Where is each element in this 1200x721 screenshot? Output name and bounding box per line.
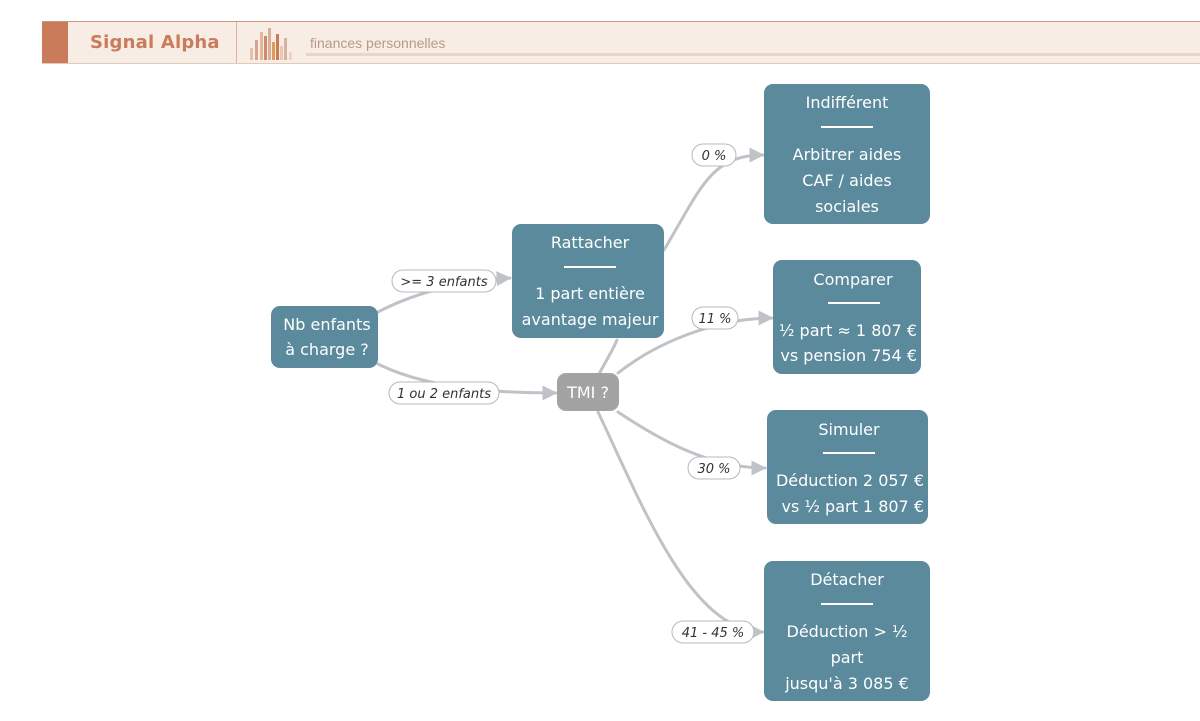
node-root-line-2: à charge ? bbox=[285, 340, 369, 359]
node-rattacher[interactable]: Rattacher 1 part entière avantage majeur bbox=[512, 224, 664, 338]
edge-label-41-text: 41 - 45 % bbox=[682, 626, 745, 641]
header-underline bbox=[306, 53, 1200, 56]
edge-tmi-detacher bbox=[596, 410, 765, 640]
edge-label-30: 30 % bbox=[687, 456, 741, 480]
edge-label-41: 41 - 45 % bbox=[671, 620, 755, 644]
node-tmi-text: TMI ? bbox=[566, 383, 609, 402]
edge-label-1or2-text: 1 ou 2 enfants bbox=[397, 387, 491, 402]
edge-label-0: 0 % bbox=[691, 143, 737, 167]
node-simuler-title: Simuler bbox=[818, 420, 880, 439]
edge-label-ge3-text: >= 3 enfants bbox=[400, 275, 487, 290]
edge-label-11: 11 % bbox=[691, 306, 739, 330]
node-comparer-line-2: vs pension 754 € bbox=[780, 346, 917, 365]
node-detacher[interactable]: Détacher Déduction > ½ part jusqu'à 3 08… bbox=[764, 561, 930, 701]
header-separator bbox=[236, 22, 237, 63]
node-comparer[interactable]: Comparer ½ part ≈ 1 807 € vs pension 754… bbox=[773, 260, 921, 374]
edge-rattacher-indifferent bbox=[662, 147, 765, 252]
node-root[interactable]: Nb enfants à charge ? bbox=[271, 306, 378, 368]
node-comparer-title: Comparer bbox=[813, 270, 893, 289]
node-detacher-title: Détacher bbox=[810, 570, 884, 589]
brand-title[interactable]: Signal Alpha bbox=[90, 32, 220, 53]
edge-tmi-simuler bbox=[616, 410, 767, 476]
node-detacher-line-1: Déduction > ½ bbox=[787, 622, 908, 641]
node-indifferent-line-1: Arbitrer aides bbox=[793, 145, 902, 164]
bar-chart-logo-icon bbox=[250, 28, 292, 60]
node-detacher-line-3: jusqu'à 3 085 € bbox=[784, 674, 909, 693]
node-indifferent[interactable]: Indifférent Arbitrer aides CAF / aides s… bbox=[764, 84, 930, 224]
node-comparer-line-1: ½ part ≈ 1 807 € bbox=[779, 321, 917, 340]
header-accent-bar bbox=[42, 22, 68, 63]
node-indifferent-line-3: sociales bbox=[815, 197, 879, 216]
node-rattacher-line-1: 1 part entière bbox=[535, 284, 645, 303]
edge-rattacher-tmi bbox=[596, 338, 619, 378]
node-simuler[interactable]: Simuler Déduction 2 057 € vs ½ part 1 80… bbox=[767, 410, 928, 524]
node-indifferent-title: Indifférent bbox=[806, 93, 889, 112]
node-simuler-line-2: vs ½ part 1 807 € bbox=[782, 497, 924, 516]
node-detacher-line-2: part bbox=[831, 648, 864, 667]
node-root-line-1: Nb enfants bbox=[283, 315, 370, 334]
header-subtitle: finances personnelles bbox=[310, 35, 446, 51]
node-simuler-line-1: Déduction 2 057 € bbox=[776, 471, 924, 490]
node-indifferent-line-2: CAF / aides bbox=[802, 171, 891, 190]
node-tmi[interactable]: TMI ? bbox=[557, 373, 619, 411]
edge-tmi-comparer bbox=[616, 310, 774, 375]
node-rattacher-title: Rattacher bbox=[551, 233, 630, 252]
edge-label-30-text: 30 % bbox=[697, 462, 730, 477]
app-header: Signal Alpha finances personnelles bbox=[42, 21, 1200, 64]
edge-label-1or2: 1 ou 2 enfants bbox=[388, 381, 500, 405]
edge-label-ge3: >= 3 enfants bbox=[391, 269, 497, 293]
node-rattacher-line-2: avantage majeur bbox=[522, 310, 659, 329]
edge-label-0-text: 0 % bbox=[702, 149, 727, 164]
edge-label-11-text: 11 % bbox=[698, 312, 731, 327]
